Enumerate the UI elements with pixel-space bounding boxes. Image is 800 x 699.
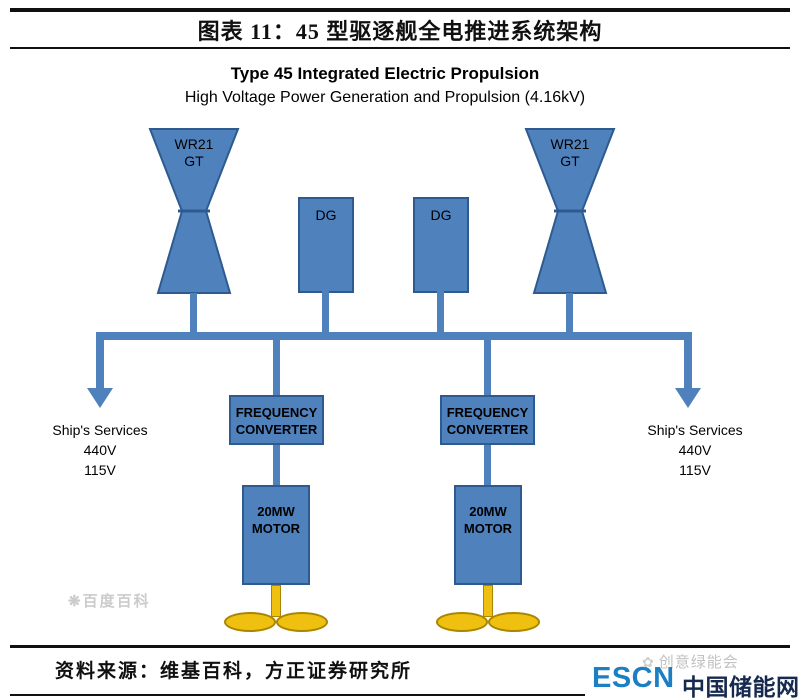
figure-title: 图表 11：45 型驱逐舰全电推进系统架构 — [197, 19, 603, 44]
propeller-right-blade-a — [436, 612, 488, 632]
source-note: 资料来源：维基百科，方正证券研究所 — [55, 661, 413, 682]
main-bus-bar — [96, 332, 692, 340]
frequency-converter-right-line2: CONVERTER — [446, 422, 529, 437]
propeller-left-shaft — [271, 585, 281, 617]
gas-turbine-left-label-line1: WR21 — [174, 136, 214, 152]
motor-right: 20MW MOTOR — [454, 485, 522, 585]
escn-logo: ESCN — [592, 662, 675, 694]
ship-services-right-arrow-shaft — [684, 340, 692, 388]
frequency-converter-left-line1: FREQUENCY — [235, 405, 318, 420]
motor-left-line2: MOTOR — [251, 521, 301, 536]
ship-services-left-line3: 115V — [84, 462, 116, 478]
logo-watermark-text: 创意绿能会 — [658, 654, 739, 671]
gas-turbine-right-connector — [566, 293, 573, 334]
ship-services-left-arrow-shaft — [96, 340, 104, 388]
gas-turbine-right-label-line1: WR21 — [550, 136, 590, 152]
gas-turbine-left-label: WR21 GT — [148, 136, 240, 170]
ship-services-right-line2: 440V — [678, 442, 712, 458]
flower-icon: ✿ — [642, 654, 655, 670]
footer-rule — [10, 645, 790, 648]
diagram-title: Type 45 Integrated Electric Propulsion — [230, 64, 540, 83]
frequency-converter-left: FREQUENCY CONVERTER — [229, 395, 324, 445]
diesel-generator-right: DG — [413, 197, 469, 293]
gas-turbine-left-label-line2: GT — [184, 153, 204, 169]
diagram-watermark: ❋百度百科 — [68, 590, 151, 611]
gas-turbine-left-shape — [148, 128, 240, 294]
motor-right-line2: MOTOR — [463, 521, 513, 536]
diesel-generator-left-label: DG — [315, 207, 337, 223]
propeller-right-blade-b — [488, 612, 540, 632]
gas-turbine-right-shape — [524, 128, 616, 294]
ship-services-left-line1: Ship's Services — [52, 422, 148, 438]
motor-left-line1: 20MW — [257, 504, 295, 519]
propeller-left-blade-a — [224, 612, 276, 632]
motor-left: 20MW MOTOR — [242, 485, 310, 585]
frequency-converter-right-line1: FREQUENCY — [446, 405, 529, 420]
ship-services-left-arrow-head — [87, 388, 113, 408]
diagram-watermark-text: 百度百科 — [82, 593, 151, 610]
bus-to-converter-right-connector — [484, 340, 491, 395]
top-rule — [10, 8, 790, 12]
diagram-subtitle: High Voltage Power Generation and Propul… — [184, 89, 586, 106]
gas-turbine-right: WR21 GT — [524, 127, 616, 295]
frequency-converter-right: FREQUENCY CONVERTER — [440, 395, 535, 445]
ship-services-left: Ship's Services 440V 115V — [20, 420, 180, 480]
header-divider-rule — [10, 47, 790, 49]
bus-to-converter-left-connector — [273, 340, 280, 395]
propeller-left-blade-b — [276, 612, 328, 632]
diesel-generator-left-connector — [322, 291, 329, 334]
converter-to-motor-right-connector — [484, 445, 491, 485]
ship-services-right-arrow-head — [675, 388, 701, 408]
watermark-star-icon: ❋ — [68, 593, 83, 610]
gas-turbine-right-label: WR21 GT — [524, 136, 616, 170]
frequency-converter-left-line2: CONVERTER — [235, 422, 318, 437]
diesel-generator-left: DG — [298, 197, 354, 293]
gas-turbine-right-label-line2: GT — [560, 153, 580, 169]
gas-turbine-left: WR21 GT — [148, 127, 240, 295]
motor-right-line1: 20MW — [469, 504, 507, 519]
logo-watermark: ✿创意绿能会 — [642, 651, 739, 672]
diesel-generator-right-label: DG — [430, 207, 452, 223]
site-name: 中国储能网 — [682, 674, 800, 699]
ship-services-right: Ship's Services 440V 115V — [615, 420, 775, 480]
gas-turbine-left-connector — [190, 293, 197, 334]
propeller-right-shaft — [483, 585, 493, 617]
bottom-rule — [10, 694, 585, 696]
ship-services-right-line3: 115V — [679, 462, 711, 478]
ship-services-left-line2: 440V — [83, 442, 117, 458]
ship-services-right-line1: Ship's Services — [647, 422, 743, 438]
converter-to-motor-left-connector — [273, 445, 280, 485]
diesel-generator-right-connector — [437, 291, 444, 334]
